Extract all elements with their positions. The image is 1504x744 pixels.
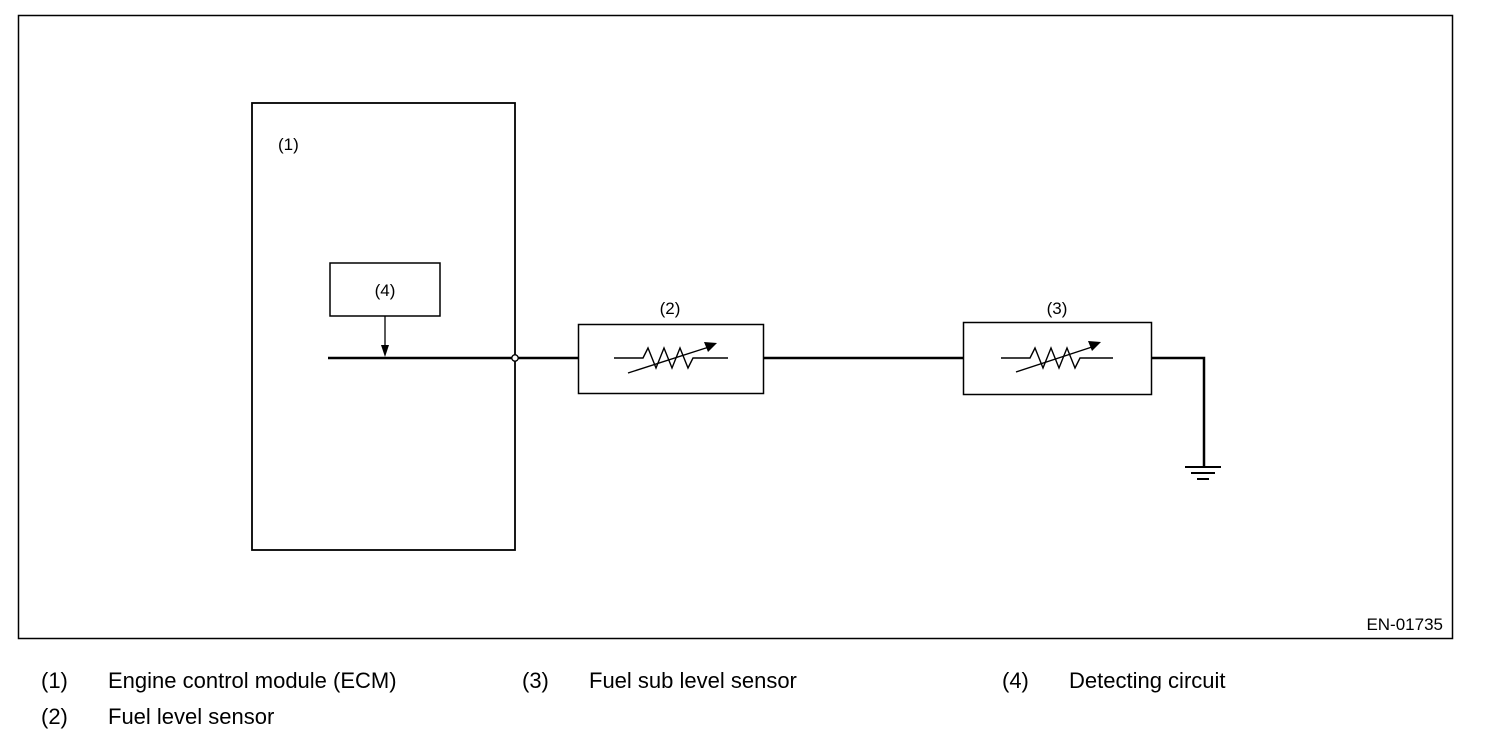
legend-number: (3) bbox=[522, 668, 549, 693]
ecm-terminal bbox=[511, 354, 519, 362]
detecting-circuit-callout: (4) bbox=[375, 281, 396, 300]
legend-number: (4) bbox=[1002, 668, 1029, 693]
variable-resistor-icon bbox=[1001, 341, 1113, 373]
ecm-box bbox=[251, 102, 516, 551]
figure-reference-code: EN-01735 bbox=[1366, 615, 1443, 634]
diagram-frame bbox=[17, 14, 1454, 640]
wire-to-ground bbox=[1151, 356, 1206, 466]
legend-text: Fuel level sensor bbox=[108, 704, 275, 729]
fuel-level-sensor-callout: (2) bbox=[660, 299, 681, 318]
detect-arrow-head bbox=[381, 345, 389, 357]
variable-resistor-icon bbox=[614, 342, 728, 374]
legend-text: Fuel sub level sensor bbox=[589, 668, 797, 693]
legend-text: Detecting circuit bbox=[1069, 668, 1226, 693]
legend-text: Engine control module (ECM) bbox=[108, 668, 397, 693]
legend-number: (1) bbox=[41, 668, 68, 693]
fuel-sub-level-sensor-callout: (3) bbox=[1047, 299, 1068, 318]
ground-icon bbox=[1185, 466, 1221, 480]
legend-number: (2) bbox=[41, 704, 68, 729]
ecm-callout: (1) bbox=[278, 135, 299, 154]
circuit-diagram: (1) (4) (2) (3) EN-01735 bbox=[17, 14, 1454, 640]
